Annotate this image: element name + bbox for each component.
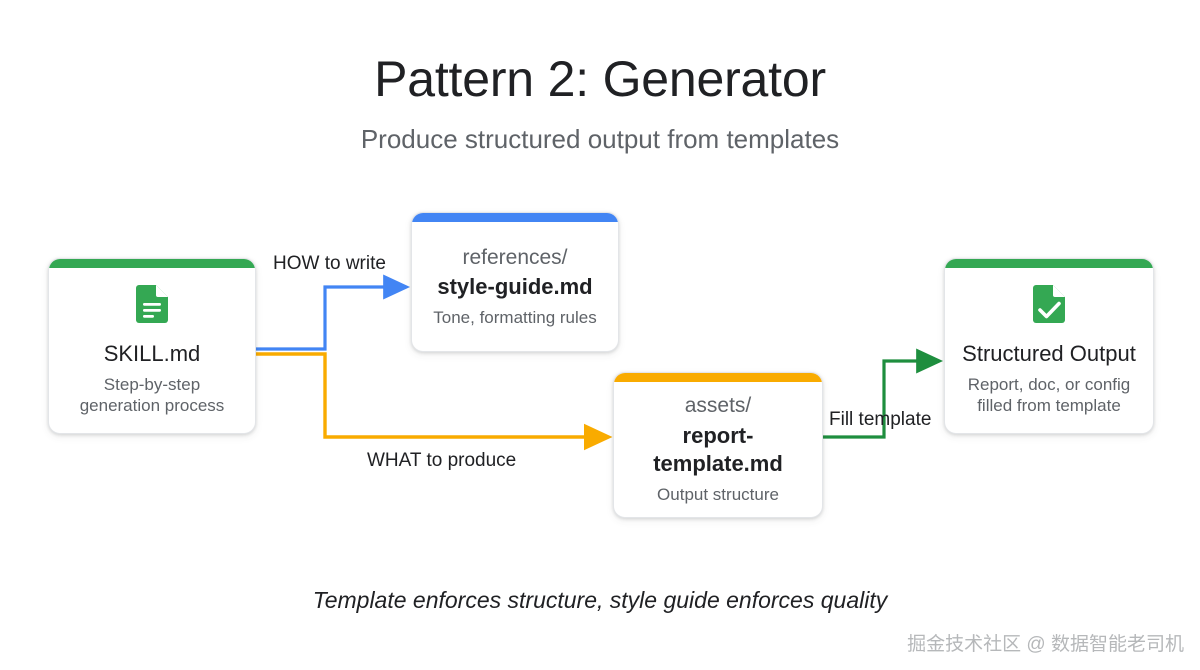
- footer-caption: Template enforces structure, style guide…: [312, 587, 888, 613]
- card-description: Step-by-step generation process: [80, 374, 225, 418]
- document-check-icon: [1032, 284, 1066, 329]
- connector-skill-to-assets: [256, 352, 613, 451]
- card-accent-bar: [945, 259, 1153, 268]
- card-description-line-2: generation process: [79, 396, 225, 416]
- card-description-line-1: Report, doc, or config: [967, 374, 1131, 394]
- card-accent-bar: [49, 259, 255, 268]
- page-subtitle: Produce structured output from templates: [360, 124, 840, 154]
- card-description: Report, doc, or config filled from templ…: [968, 374, 1131, 418]
- card-description: Output structure: [657, 484, 779, 504]
- document-icon: [135, 284, 169, 329]
- card-skill-md[interactable]: SKILL.md Step-by-step generation process: [48, 258, 256, 434]
- edge-label-fill-template: Fill template: [829, 409, 932, 430]
- card-description: Tone, formatting rules: [433, 307, 597, 327]
- connector-skill-to-references: [256, 274, 411, 351]
- card-title: report-template.md: [653, 422, 783, 477]
- watermark: 掘金技术社区 @ 数据智能老司机: [907, 634, 1184, 655]
- card-title: SKILL.md: [103, 340, 201, 366]
- card-structured-output[interactable]: Structured Output Report, doc, or config…: [944, 258, 1154, 434]
- card-path: assets/: [684, 394, 752, 418]
- card-accent-bar: [614, 373, 822, 382]
- card-path: references/: [462, 245, 568, 269]
- card-title: Structured Output: [962, 340, 1136, 366]
- card-title: style-guide.md: [437, 273, 593, 299]
- card-report-template-md[interactable]: assets/ report-template.md Output struct…: [613, 372, 823, 518]
- edge-label-what-to-produce: WHAT to produce: [367, 450, 517, 471]
- page-title: Pattern 2: Generator: [374, 51, 826, 107]
- card-description-line-2: filled from template: [977, 396, 1121, 416]
- card-style-guide-md[interactable]: references/ style-guide.md Tone, formatt…: [411, 212, 619, 352]
- edge-label-how-to-write: HOW to write: [273, 253, 386, 274]
- card-accent-bar: [412, 213, 618, 222]
- card-description-line-1: Step-by-step: [103, 374, 201, 394]
